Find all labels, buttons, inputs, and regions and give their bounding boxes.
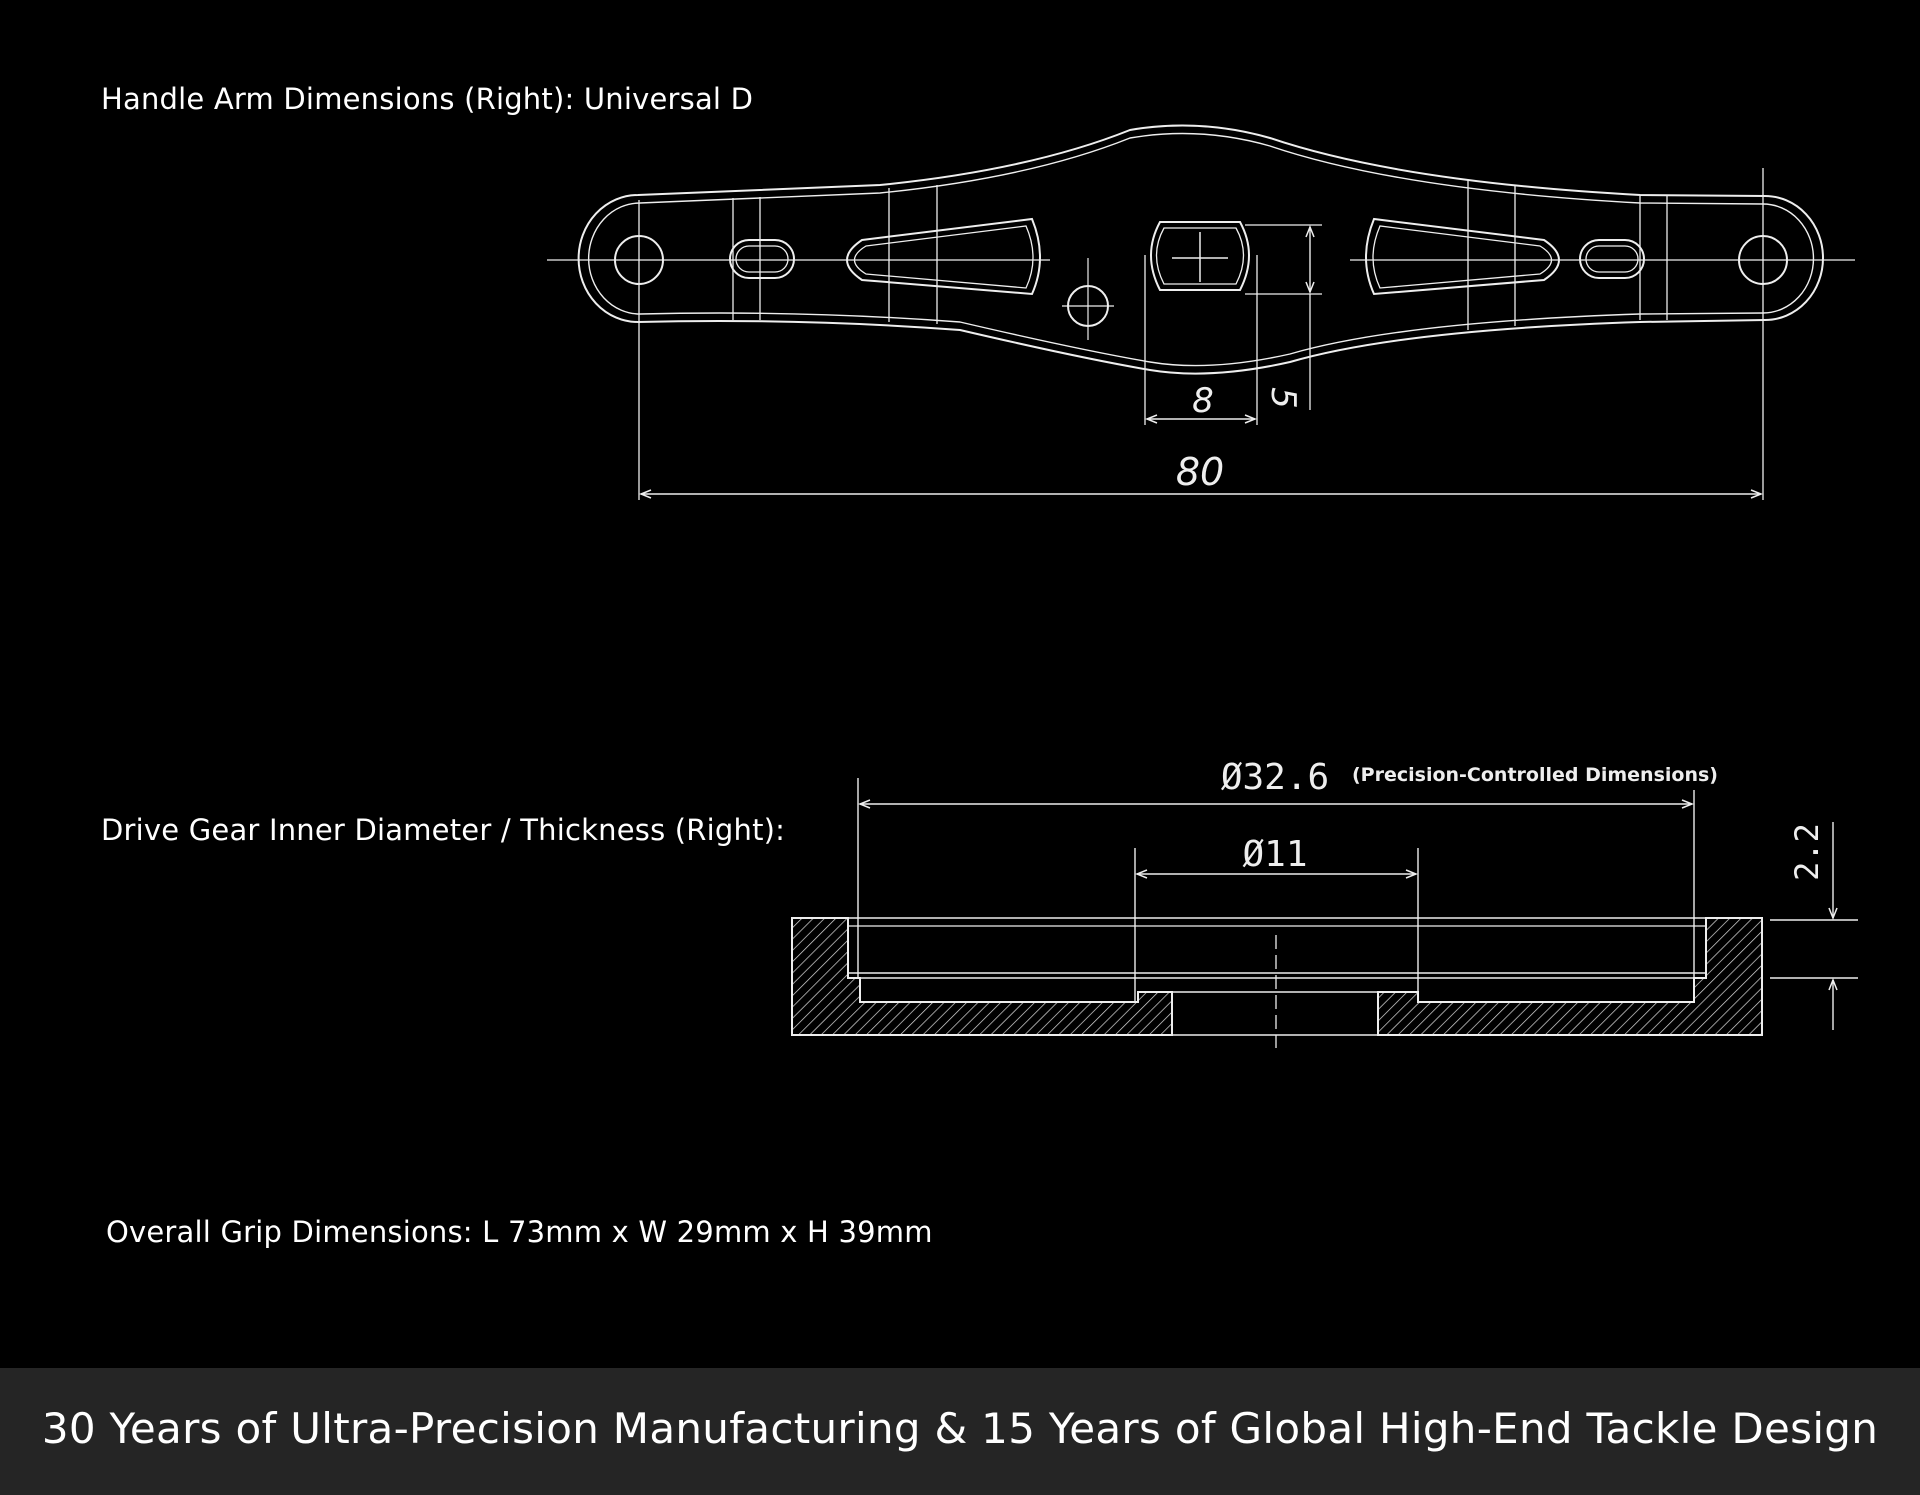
gear-cross-section — [791, 917, 1173, 1036]
arm-right-slot — [1579, 239, 1645, 279]
handle-arm-drawing — [547, 124, 1855, 500]
footer-banner: 30 Years of Ultra-Precision Manufacturin… — [0, 1368, 1920, 1495]
gear-dim-outer: Ø32.6 — [1221, 757, 1329, 798]
arm-left-slot — [729, 239, 795, 279]
arm-dim-80: 80 — [1176, 450, 1224, 494]
gear-dim-thickness: 2.2 — [1788, 823, 1826, 881]
drive-gear-label: Drive Gear Inner Diameter / Thickness (R… — [101, 813, 786, 847]
arm-d-hole — [1150, 221, 1250, 291]
footer-tagline: 30 Years of Ultra-Precision Manufacturin… — [41, 1404, 1879, 1453]
arm-outline — [577, 124, 1824, 375]
arm-right-window — [1365, 217, 1560, 296]
gear-note: (Precision-Controlled Dimensions) — [1352, 764, 1718, 786]
arm-dim-8: 8 — [1192, 381, 1214, 421]
drive-gear-drawing — [791, 778, 1858, 1048]
arm-dim-5: 5 — [1263, 387, 1303, 409]
gear-dim-inner: Ø11 — [1242, 834, 1307, 875]
technical-drawing: 80 8 5 — [547, 124, 1858, 1048]
handle-arm-label: Handle Arm Dimensions (Right): Universal… — [101, 82, 754, 116]
grip-dimensions-label: Overall Grip Dimensions: L 73mm x W 29mm… — [106, 1215, 933, 1249]
arm-left-window — [846, 217, 1041, 296]
arm-inner-outline — [587, 132, 1815, 367]
